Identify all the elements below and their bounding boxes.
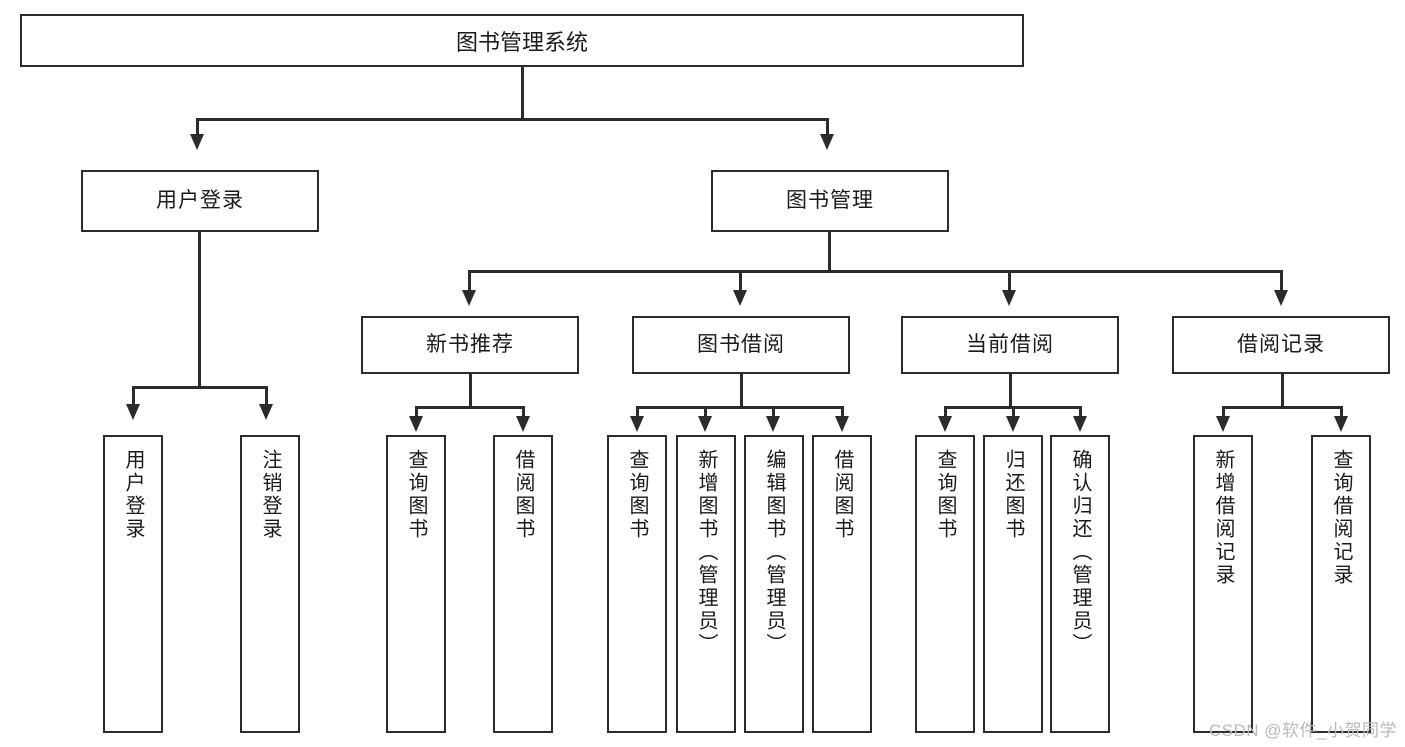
node-new-book-recommend[interactable]: 新书推荐 — [361, 316, 579, 374]
leaf-book-borrow-add-book-admin[interactable]: 新增图书（管理员） — [676, 435, 736, 733]
connector-level3-bus — [468, 270, 1282, 273]
connector-new-book-bus — [415, 406, 525, 409]
leaf-label: 查询图书 — [626, 449, 648, 541]
leaf-user-login-login[interactable]: 用户登录 — [103, 435, 163, 733]
arrowhead-to-new-book-recommend — [462, 290, 476, 306]
node-label: 用户登录 — [156, 189, 244, 213]
arrowhead-to-current-borrow — [1002, 290, 1016, 306]
connector-current-borrow-drop-3 — [1079, 406, 1082, 418]
connector-level3-drop-4 — [1280, 270, 1283, 292]
leaf-label: 新增图书（管理员） — [695, 449, 717, 656]
connector-borrow-record-drop-1 — [1222, 406, 1225, 418]
leaf-book-borrow-edit-book-admin[interactable]: 编辑图书（管理员） — [744, 435, 804, 733]
leaf-label: 归还图书 — [1002, 449, 1024, 541]
leaf-label: 借阅图书 — [831, 449, 853, 541]
connector-user-login-drop-2 — [265, 386, 268, 406]
connector-book-management-stem — [828, 232, 831, 272]
connector-borrow-record-stem — [1281, 374, 1284, 408]
node-label: 图书管理系统 — [455, 29, 588, 55]
node-user-login[interactable]: 用户登录 — [81, 170, 319, 232]
connector-level2-bus — [196, 118, 828, 121]
connector-user-login-drop-1 — [132, 386, 135, 406]
connector-new-book-drop-2 — [522, 406, 525, 418]
leaf-user-login-logout[interactable]: 注销登录 — [240, 435, 300, 733]
arrowhead-book-borrow-leaf-1 — [630, 416, 644, 432]
arrowhead-to-borrow-record — [1274, 290, 1288, 306]
connector-new-book-stem — [469, 374, 472, 408]
arrowhead-current-borrow-leaf-2 — [1006, 416, 1020, 432]
leaf-label: 编辑图书（管理员） — [763, 449, 785, 656]
arrowhead-to-book-management — [820, 134, 834, 150]
connector-new-book-drop-1 — [415, 406, 418, 418]
connector-book-borrow-drop-1 — [636, 406, 639, 418]
leaf-borrow-record-add-record[interactable]: 新增借阅记录 — [1193, 435, 1253, 733]
leaf-current-borrow-return-book[interactable]: 归还图书 — [983, 435, 1043, 733]
connector-borrow-record-drop-2 — [1340, 406, 1343, 418]
connector-book-borrow-drop-4 — [841, 406, 844, 418]
connector-book-borrow-bus — [636, 406, 844, 409]
arrowhead-new-book-leaf-2 — [516, 416, 530, 432]
arrowhead-borrow-record-leaf-1 — [1216, 416, 1230, 432]
arrowhead-new-book-leaf-1 — [409, 416, 423, 432]
leaf-label: 查询借阅记录 — [1330, 449, 1352, 587]
leaf-label: 用户登录 — [122, 449, 144, 541]
connector-level3-drop-3 — [1008, 270, 1011, 292]
node-label: 图书管理 — [786, 189, 874, 213]
arrowhead-current-borrow-leaf-3 — [1073, 416, 1087, 432]
leaf-new-book-borrow-book[interactable]: 借阅图书 — [493, 435, 553, 733]
connector-current-borrow-stem — [1009, 374, 1012, 408]
connector-current-borrow-drop-2 — [1012, 406, 1015, 418]
leaf-label: 查询图书 — [405, 449, 427, 541]
connector-level3-drop-2 — [739, 270, 742, 292]
node-current-borrow[interactable]: 当前借阅 — [901, 316, 1119, 374]
node-root-book-management-system[interactable]: 图书管理系统 — [20, 14, 1024, 67]
arrowhead-user-login-leaf-1 — [126, 404, 140, 420]
arrowhead-book-borrow-leaf-2 — [698, 416, 712, 432]
leaf-new-book-query-book[interactable]: 查询图书 — [386, 435, 446, 733]
arrowhead-to-user-login — [190, 134, 204, 150]
arrowhead-current-borrow-leaf-1 — [938, 416, 952, 432]
leaf-current-borrow-confirm-return-admin[interactable]: 确认归还（管理员） — [1050, 435, 1110, 733]
node-book-borrow[interactable]: 图书借阅 — [632, 316, 850, 374]
connector-user-login-bus — [132, 386, 267, 389]
leaf-label: 确认归还（管理员） — [1069, 449, 1091, 656]
arrowhead-user-login-leaf-2 — [259, 404, 273, 420]
connector-root-stem — [521, 67, 524, 119]
connector-current-borrow-drop-1 — [944, 406, 947, 418]
connector-user-login-stem — [198, 232, 201, 388]
connector-book-borrow-drop-2 — [704, 406, 707, 418]
arrowhead-to-book-borrow — [733, 290, 747, 306]
leaf-current-borrow-query-book[interactable]: 查询图书 — [915, 435, 975, 733]
connector-borrow-record-bus — [1222, 406, 1342, 409]
leaf-label: 注销登录 — [259, 449, 281, 541]
leaf-book-borrow-query-book[interactable]: 查询图书 — [607, 435, 667, 733]
arrowhead-book-borrow-leaf-4 — [835, 416, 849, 432]
node-label: 图书借阅 — [697, 333, 785, 357]
node-borrow-record[interactable]: 借阅记录 — [1172, 316, 1390, 374]
node-label: 借阅记录 — [1237, 333, 1325, 357]
leaf-label: 查询图书 — [934, 449, 956, 541]
leaf-borrow-record-query-record[interactable]: 查询借阅记录 — [1311, 435, 1371, 733]
connector-level3-drop-1 — [468, 270, 471, 292]
connector-level2-drop-right — [826, 118, 829, 136]
node-book-management[interactable]: 图书管理 — [711, 170, 949, 232]
connector-book-borrow-stem — [740, 374, 743, 408]
leaf-label: 新增借阅记录 — [1212, 449, 1234, 587]
arrowhead-borrow-record-leaf-2 — [1334, 416, 1348, 432]
leaf-label: 借阅图书 — [512, 449, 534, 541]
leaf-book-borrow-borrow-book[interactable]: 借阅图书 — [812, 435, 872, 733]
arrowhead-book-borrow-leaf-3 — [766, 416, 780, 432]
node-label: 当前借阅 — [966, 333, 1054, 357]
connector-book-borrow-drop-3 — [772, 406, 775, 418]
node-label: 新书推荐 — [426, 333, 514, 357]
connector-level2-drop-left — [196, 118, 199, 136]
